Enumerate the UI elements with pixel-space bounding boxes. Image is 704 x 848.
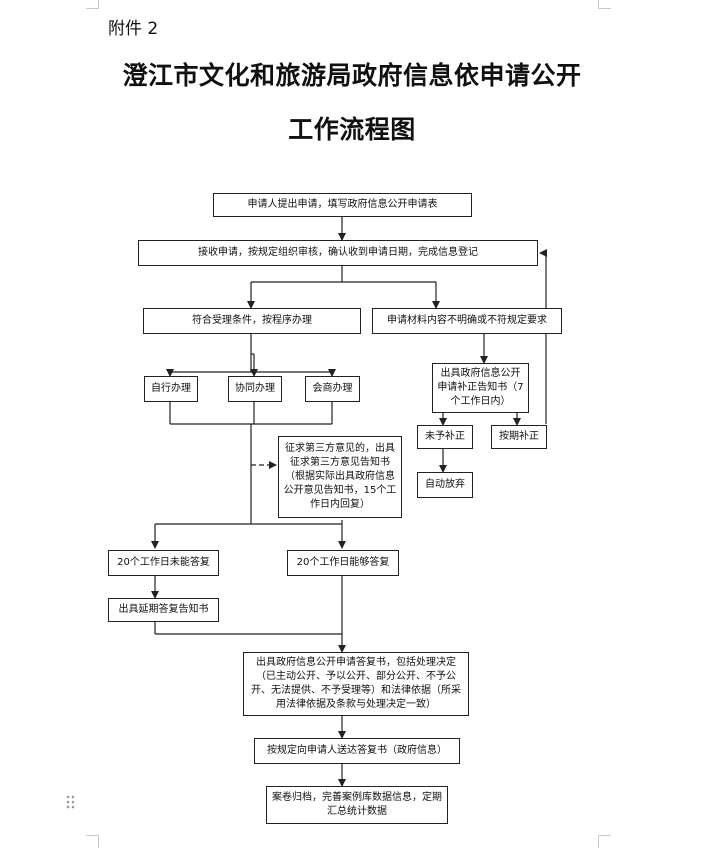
page-title-line-2: 工作流程图 xyxy=(288,115,416,144)
page-corner-top-left xyxy=(86,0,99,9)
step-receive: 接收申请，按规定组织审核，确认收到申请日期，完成信息登记 xyxy=(138,240,538,266)
step-cannot-reply: 20个工作日未能答复 xyxy=(108,550,219,576)
step-archive: 案卷归档，完善案例库数据信息，定期汇总统计数据 xyxy=(266,786,448,824)
step-corrected-on-time: 按期补正 xyxy=(491,425,547,449)
step-apply: 申请人提出申请，填写政府信息公开申请表 xyxy=(213,193,472,217)
step-extension-notice: 出具延期答复告知书 xyxy=(108,598,219,622)
step-auto-abandon: 自动放弃 xyxy=(417,472,473,498)
attachment-label: 附件 2 xyxy=(108,19,159,39)
page-title-line-1: 澄江市文化和旅游局政府信息依申请公开 xyxy=(122,61,582,90)
step-self-handle: 自行办理 xyxy=(144,376,198,402)
step-correction-notice: 出具政府信息公开申请补正告知书（7个工作日内） xyxy=(432,363,529,413)
step-third-party: 征求第三方意见的，出具征求第三方意见告知书（根据实际出具政府信息公开意见告知书，… xyxy=(278,436,402,518)
step-accept: 符合受理条件，按程序办理 xyxy=(143,308,361,334)
page-corner-top-right xyxy=(598,0,611,9)
step-reply-letter: 出具政府信息公开申请答复书，包括处理决定（已主动公开、予以公开、部分公开、不予公… xyxy=(243,652,469,716)
step-assist-handle: 协同办理 xyxy=(228,376,282,402)
step-not-corrected: 未予补正 xyxy=(417,425,473,449)
page-corner-bottom-right xyxy=(598,835,611,848)
step-unclear: 申请材料内容不明确或不符规定要求 xyxy=(372,308,562,334)
step-consult-handle: 会商办理 xyxy=(305,376,360,402)
step-deliver: 按规定向申请人送达答复书（政府信息） xyxy=(254,738,460,764)
step-can-reply: 20个工作日能够答复 xyxy=(287,550,399,576)
drag-handle-icon[interactable] xyxy=(66,795,76,811)
page-corner-bottom-left xyxy=(86,835,99,848)
